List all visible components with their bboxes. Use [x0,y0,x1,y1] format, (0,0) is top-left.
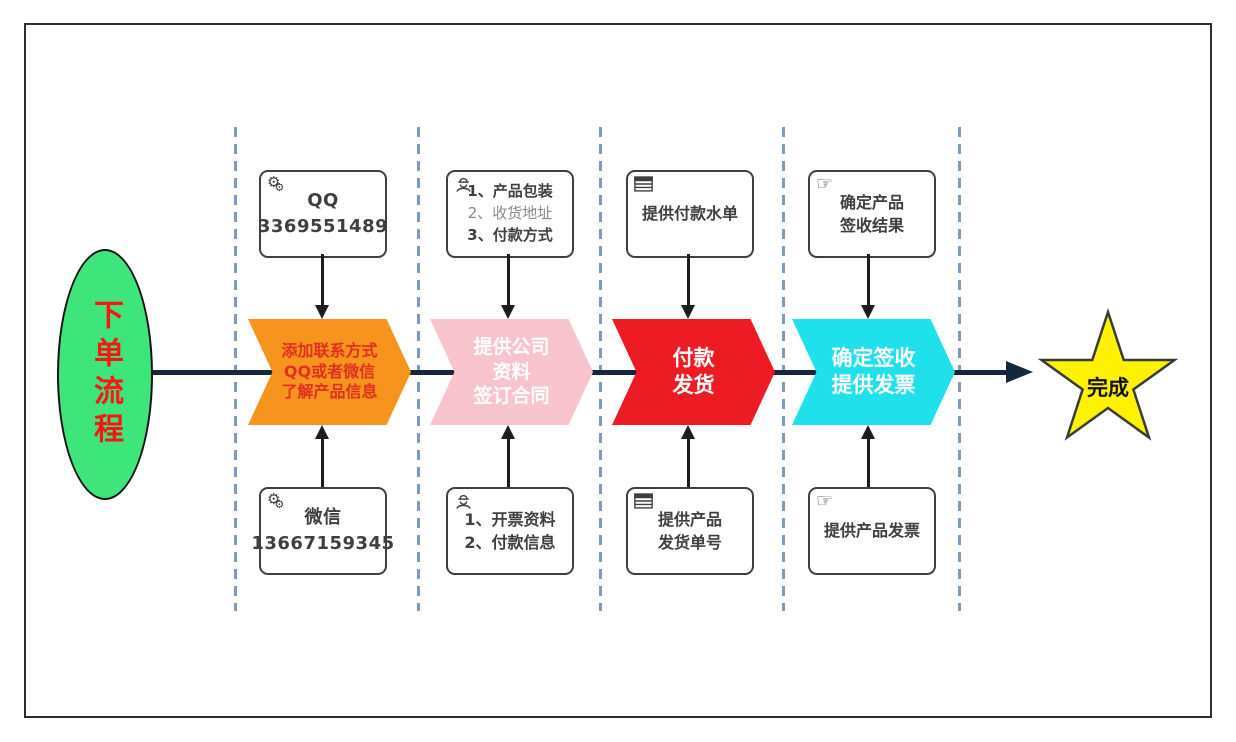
worker-icon [454,175,473,201]
stage3-top-connector [687,254,690,307]
finish-star: 完成 [1036,306,1180,450]
stage3-bottom-connector [687,437,690,487]
stage2-bottom-connector [507,437,510,487]
box-line: 发货单号 [657,533,722,552]
chevron-line: 资料 [492,360,531,383]
chevron-line: 提供发票 [831,373,916,397]
box-line: 1、开票资料 [464,509,556,529]
worker-icon [454,492,473,517]
chevron-line: 添加联系方式 [281,340,378,360]
stage4-top-box: ☞ 确定产品 签收结果 [808,170,936,258]
box-line: 3369551489 [257,216,389,237]
arrow-down-icon [861,305,875,319]
pointing-hand-icon: ☞ [816,173,834,195]
arrow-up-icon [681,425,695,439]
pointing-hand-icon: ☞ [816,490,834,512]
stage1-bottom-connector [321,437,324,487]
stage4-bottom-connector [867,437,870,487]
box-line: 提供产品发票 [823,521,920,541]
box-line: 3、付款方式 [467,225,553,244]
arrow-down-icon [501,305,515,319]
arrow-up-icon [861,425,875,439]
chevron-line: 确定签收 [831,345,916,370]
stage1-top-connector [321,254,324,307]
arrow-up-icon [315,425,329,439]
chevron-line: 发货 [672,373,715,397]
box-line: QQ [307,189,339,211]
stage1-chevron: 添加联系方式 QQ或者微信 了解产品信息 [248,319,411,425]
box-line: 提供付款水单 [641,204,738,224]
box-line: 1、产品包装 [467,182,553,201]
chevron-line: 了解产品信息 [281,382,378,402]
chevron-line: 提供公司 [473,335,550,358]
stage-divider-5 [958,127,961,611]
stage-divider-2 [417,127,420,611]
table-icon [634,492,653,515]
stage2-top-connector [507,254,510,307]
gears-icon: ⚙⚙ [267,173,285,194]
chevron-line: 签订合同 [473,385,550,408]
stage3-top-box: 提供付款水单 [626,170,754,258]
stage3-chevron: 付款 发货 [612,319,775,425]
main-flow-arrowhead-icon [1006,361,1033,383]
stage-divider-1 [234,127,237,611]
stage3-bottom-box: 提供产品 发货单号 [626,487,754,575]
gears-icon: ⚙⚙ [267,490,285,511]
chevron-line: QQ或者微信 [283,361,376,381]
table-icon [634,175,653,198]
stage4-chevron: 确定签收 提供发票 [792,319,955,425]
chevron-line: 付款 [672,345,715,370]
arrow-up-icon [501,425,515,439]
stage2-top-box: 1、产品包装 2、收货地址 3、付款方式 [446,170,574,258]
stage2-chevron: 提供公司 资料 签订合同 [430,319,593,425]
box-line: 签收结果 [839,216,904,235]
box-line: 微信 [304,506,342,528]
box-line: 2、付款信息 [464,533,556,552]
start-oval: 下单流程 [57,249,153,500]
stage-divider-4 [782,127,785,611]
star-shape [1037,307,1179,441]
stage1-bottom-box: ⚙⚙ 微信 13667159345 [251,487,394,575]
stage1-top-box: ⚙⚙ QQ 3369551489 [257,170,389,258]
stage2-bottom-box: 1、开票资料 2、付款信息 [446,487,574,575]
stage-divider-3 [599,127,602,611]
box-line: 13667159345 [251,533,395,554]
arrow-down-icon [681,305,695,319]
start-oval-label: 下单流程 [88,298,123,451]
stage4-bottom-box: ☞ 提供产品发票 [808,487,936,575]
box-line: 确定产品 [839,192,904,212]
finish-star-label: 完成 [1087,376,1129,401]
box-line: 提供产品 [657,509,722,529]
arrow-down-icon [315,305,329,319]
stage4-top-connector [867,254,870,307]
box-line: 2、收货地址 [467,204,553,223]
